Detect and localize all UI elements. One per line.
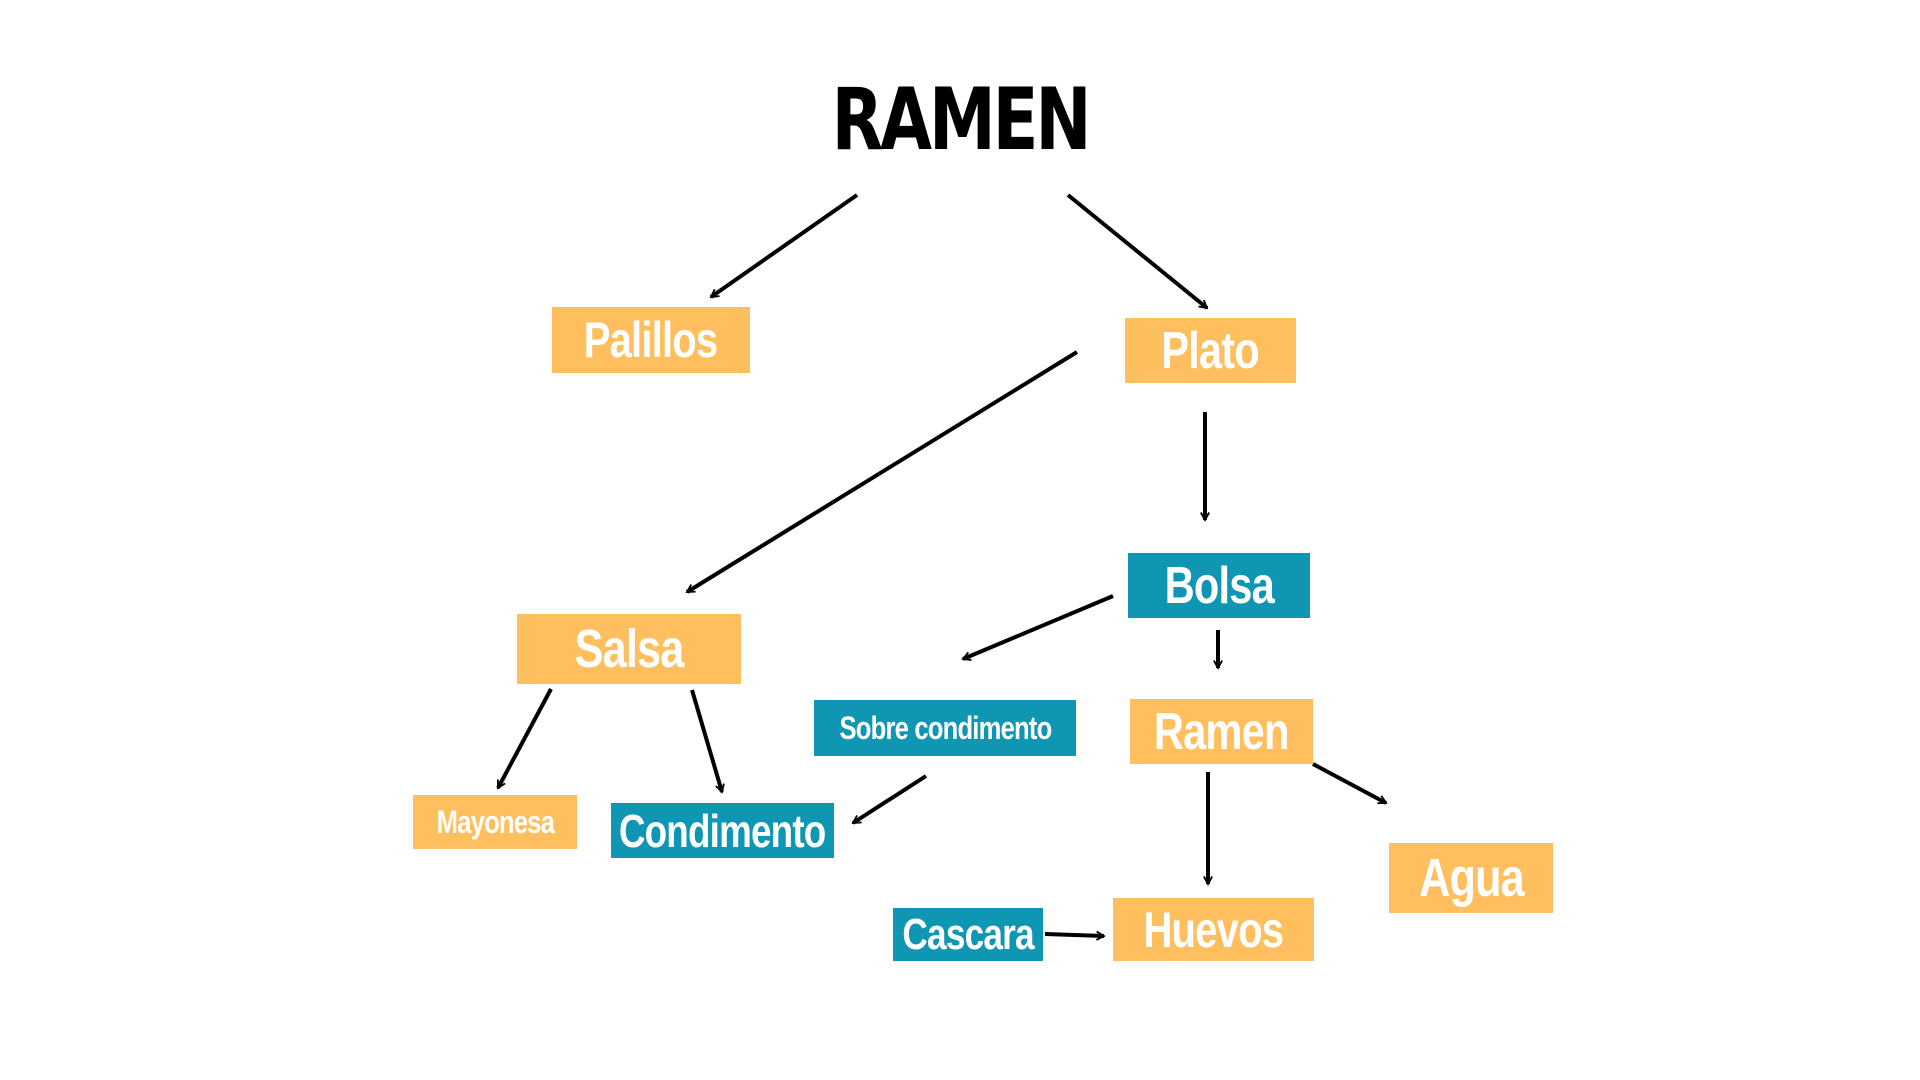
arrow-ramen-to-agua [1312, 762, 1386, 805]
node-sobre-condimento: Sobre condimento [814, 700, 1076, 756]
arrow-plato-to-salsa [687, 350, 1079, 594]
node-agua-label: Agua [1418, 848, 1525, 908]
node-agua: Agua [1389, 843, 1553, 913]
node-cascara-label: Cascara [902, 909, 1034, 959]
node-huevos-label: Huevos [1143, 901, 1284, 958]
node-salsa: Salsa [517, 614, 741, 684]
node-bolsa: Bolsa [1128, 553, 1310, 618]
node-ramen-label: Ramen [1154, 702, 1290, 761]
node-plato-label: Plato [1161, 321, 1261, 380]
arrow-salsa-to-condimento [690, 689, 722, 792]
node-bolsa-label: Bolsa [1164, 556, 1274, 615]
arrow-cascara-to-huevos [1044, 934, 1104, 936]
arrow-salsa-to-mayonesa [496, 688, 553, 788]
node-plato: Plato [1125, 318, 1296, 383]
arrow-title-to-palillos [711, 193, 859, 299]
diagram-title: RAMEN [831, 70, 1092, 170]
node-salsa-label: Salsa [574, 619, 685, 679]
arrow-sobre-condimento-to-condimento [853, 774, 928, 825]
node-palillos: Palillos [552, 307, 750, 373]
node-mayonesa-label: Mayonesa [436, 803, 554, 840]
arrow-bolsa-to-sobre-condimento [963, 594, 1114, 659]
node-palillos-label: Palillos [584, 312, 718, 368]
node-cascara: Cascara [893, 908, 1043, 961]
node-sobre-condimento-label: Sobre condimento [839, 709, 1052, 746]
node-condimento-label: Condimento [619, 804, 826, 857]
node-huevos: Huevos [1113, 898, 1314, 961]
node-mayonesa: Mayonesa [413, 795, 577, 849]
arrow-title-to-plato [1066, 193, 1207, 310]
node-condimento: Condimento [611, 803, 834, 858]
node-ramen: Ramen [1130, 699, 1313, 764]
